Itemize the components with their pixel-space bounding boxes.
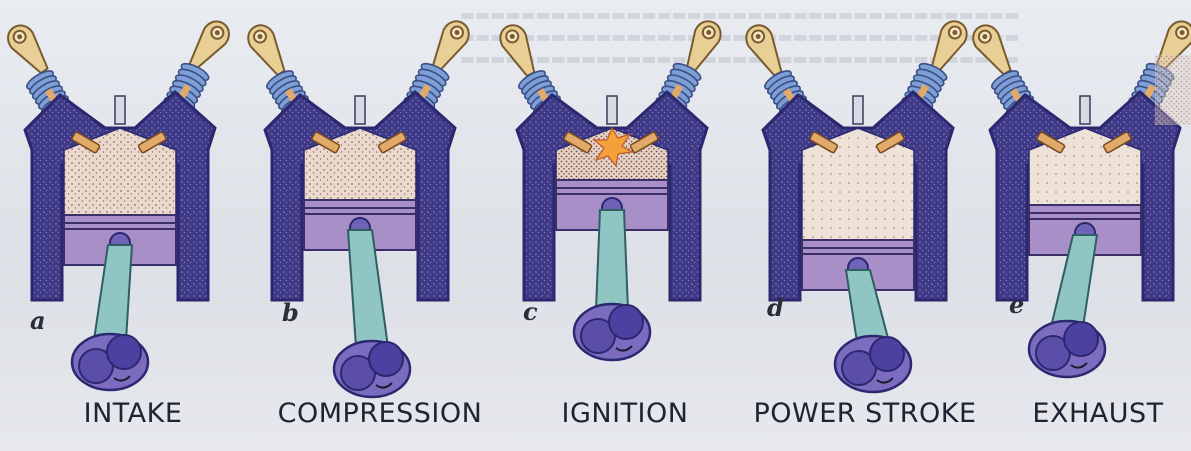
panel-letter-e: e: [1009, 290, 1024, 319]
panel-letter-b: b: [282, 298, 299, 327]
spark-plug: [853, 96, 863, 124]
engine-panel-compression: [243, 17, 474, 397]
engine-panel-exhaust: [968, 16, 1191, 377]
crank-pin: [1064, 322, 1098, 356]
exhaust-gas-plume: [1155, 55, 1191, 125]
stage-label-ignition: IGNITION: [562, 398, 689, 429]
crank-pin: [609, 305, 643, 339]
connecting-rod: [596, 210, 628, 310]
stage-label-intake: INTAKE: [84, 398, 183, 429]
left-rocker-arm: [741, 21, 789, 80]
crank-pin: [369, 342, 403, 376]
spark-plug: [607, 96, 617, 124]
spark-plug: [1080, 96, 1090, 124]
spark-plug: [355, 96, 365, 124]
panel-letter-c: c: [523, 297, 538, 326]
left-rocker-arm: [243, 21, 292, 80]
stage-label-compression: COMPRESSION: [278, 398, 483, 429]
left-rocker-arm: [496, 21, 543, 80]
stage-label-exhaust: EXHAUST: [1032, 398, 1163, 429]
stage-label-power-stroke: POWER STROKE: [753, 398, 976, 429]
panel-letter-d: d: [767, 293, 784, 322]
spark-plug: [115, 96, 125, 124]
left-rocker-arm: [968, 20, 1018, 79]
panel-letter-a: a: [30, 306, 46, 335]
crank-pin: [870, 337, 904, 371]
crank-pin: [107, 335, 141, 369]
left-rocker-arm: [3, 20, 55, 78]
engine-panel-power-stroke: [741, 17, 971, 392]
